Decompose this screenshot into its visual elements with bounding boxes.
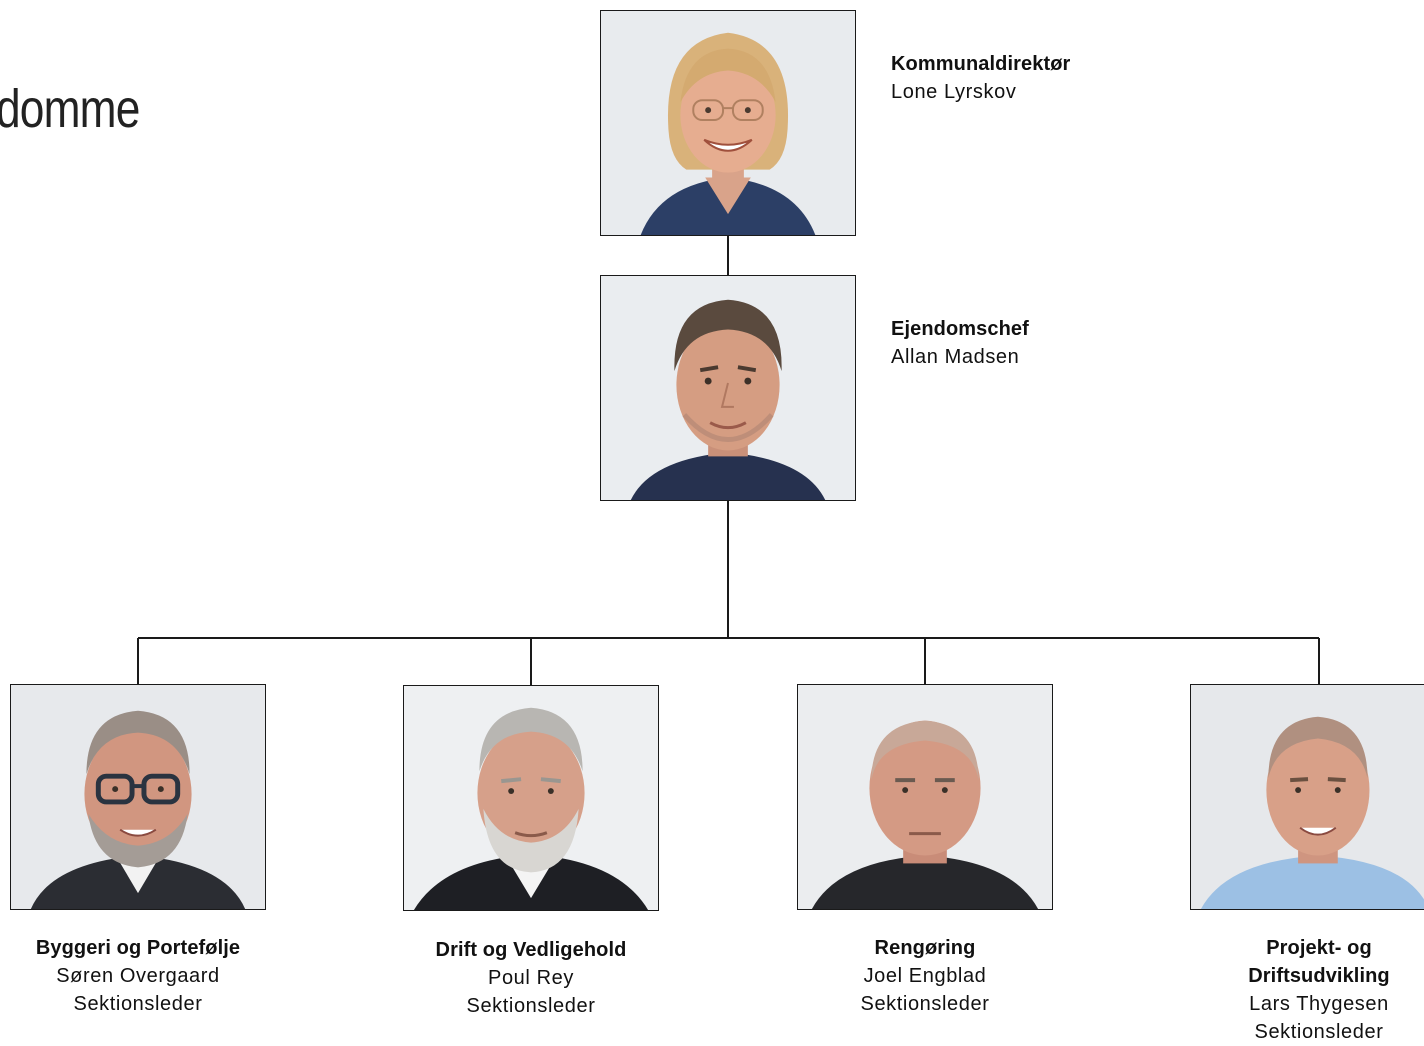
section-2-name: Poul Rey <box>488 967 574 989</box>
section-4-role-line-1: Projekt- og <box>1266 937 1372 959</box>
section-2-title: Sektionsleder <box>466 995 596 1017</box>
director-label: Kommunaldirektør Lone Lyrskov <box>891 50 1070 106</box>
section-4-role-line-2: Driftsudvikling <box>1248 965 1390 987</box>
portrait-section-2 <box>403 685 659 911</box>
director-role: Kommunaldirektør <box>891 53 1071 75</box>
page-title: domme <box>0 79 140 139</box>
chief-role: Ejendomschef <box>891 318 1029 340</box>
section-2-label: Drift og Vedligehold Poul Rey Sektionsle… <box>381 936 681 1020</box>
section-1-role: Byggeri og Portefølje <box>35 937 241 959</box>
chief-name: Allan Madsen <box>891 346 1020 368</box>
portrait-section-3 <box>797 684 1053 910</box>
section-3-name: Joel Engblad <box>863 965 987 987</box>
section-3-role: Rengøring <box>874 937 976 959</box>
section-2-role: Drift og Vedligehold <box>435 939 627 961</box>
section-1-name: Søren Overgaard <box>56 965 220 987</box>
portrait-chief <box>600 275 856 501</box>
section-4-title: Sektionsleder <box>1254 1021 1384 1043</box>
section-1-label: Byggeri og Portefølje Søren Overgaard Se… <box>0 934 288 1018</box>
director-name: Lone Lyrskov <box>891 81 1017 103</box>
section-4-name: Lars Thygesen <box>1249 993 1389 1015</box>
section-1-title: Sektionsleder <box>73 993 203 1015</box>
section-4-label: Projekt- og Driftsudvikling Lars Thygese… <box>1169 934 1424 1046</box>
section-3-title: Sektionsleder <box>860 993 990 1015</box>
portrait-section-4 <box>1190 684 1424 910</box>
chief-label: Ejendomschef Allan Madsen <box>891 315 1029 371</box>
section-3-label: Rengøring Joel Engblad Sektionsleder <box>775 934 1075 1018</box>
portrait-section-1 <box>10 684 266 910</box>
portrait-director <box>600 10 856 236</box>
